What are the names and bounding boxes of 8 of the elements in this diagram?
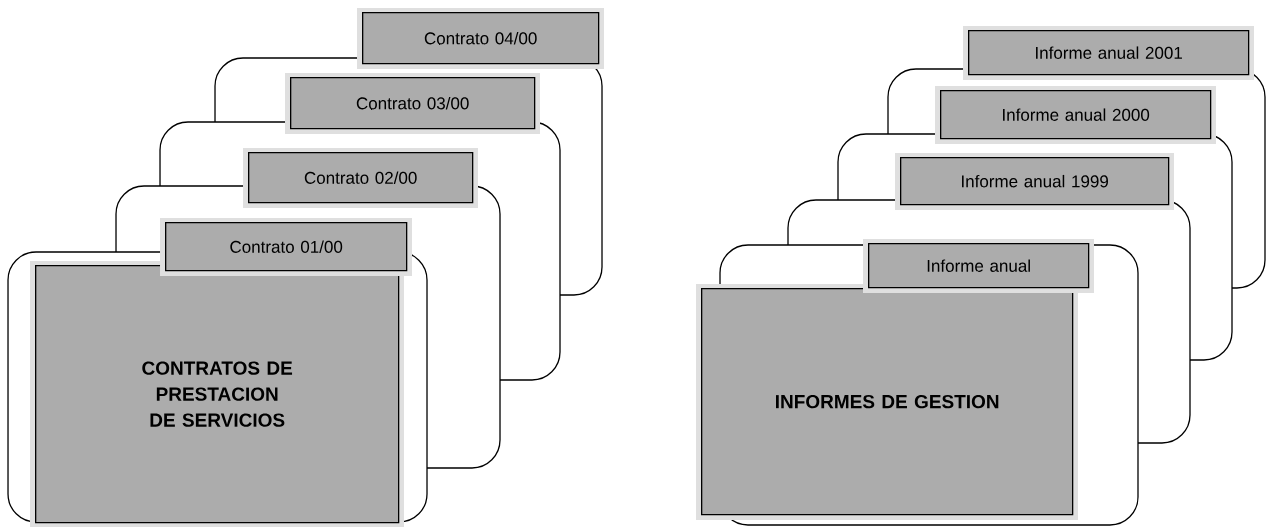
folder-tab: Contrato 02/00 [243, 148, 478, 208]
folder-tab: Informe anual 1999 [895, 153, 1174, 210]
folder-tab: Informe anual 2001 [963, 26, 1254, 80]
folder-tab: Contrato 03/00 [285, 73, 540, 134]
folder-tab: Informe anual [863, 239, 1094, 293]
folder-tab: Informe anual 2000 [935, 86, 1216, 144]
folder-tab: Contrato 01/00 [160, 218, 412, 276]
folder-tab: Contrato 04/00 [357, 8, 604, 69]
